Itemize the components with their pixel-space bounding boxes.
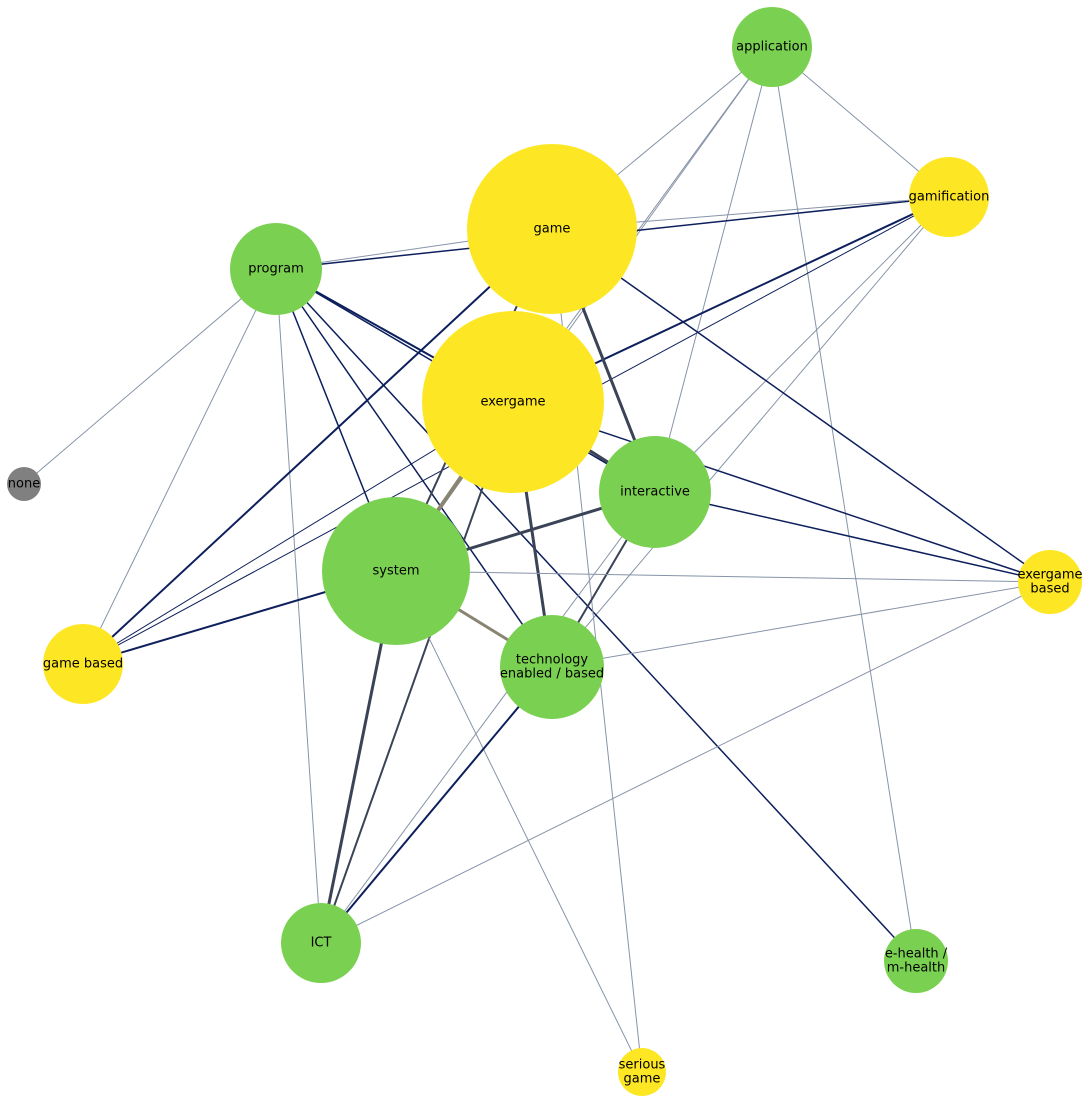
edge-gamification-interactive [654,196,950,493]
node-circle-exergame-based[interactable] [1018,550,1082,614]
node-label-technology-line-1: technology [516,653,588,668]
node-circle-serious-game[interactable] [618,1048,666,1096]
node-ehealth[interactable]: e-health /m-health [884,929,948,993]
edge-technology-exergame-based [551,581,1051,668]
edge-technology-ict [320,666,553,944]
node-label-game: game [534,222,571,237]
edge-exergame-based-ict [320,581,1051,944]
edge-game-game-based [82,228,553,665]
node-circle-game[interactable] [467,144,637,314]
node-label-exergame-based-line-1: exergame [1017,568,1082,583]
edge-interactive-exergame-based [654,491,1051,583]
node-circle-ict[interactable] [281,903,361,983]
edge-interactive-ict [320,491,656,944]
edge-game-exergame-based [551,228,1051,583]
node-label-interactive: interactive [620,485,690,500]
node-label-none: none [8,477,40,492]
node-label-program: program [248,262,304,277]
node-circle-ehealth[interactable] [884,929,948,993]
node-circle-game-based[interactable] [43,624,123,704]
edge-program-ehealth [275,268,917,962]
node-game[interactable]: game [467,144,637,314]
node-game-based[interactable]: game based [43,624,123,704]
node-label-system: system [373,564,420,579]
edge-application-ehealth [771,46,917,962]
node-circle-interactive[interactable] [599,436,711,548]
edge-gamification-technology [551,196,950,668]
edge-exergame-exergame-based [512,401,1051,583]
node-ict[interactable]: ICT [281,903,361,983]
node-system[interactable]: system [322,497,470,645]
node-circle-system[interactable] [322,497,470,645]
node-circle-exergame[interactable] [422,311,604,493]
node-application[interactable]: application [732,7,812,87]
edge-program-ict [275,268,322,944]
edge-system-serious-game [395,570,643,1073]
node-circle-none[interactable] [7,467,41,501]
edge-application-interactive [654,46,773,493]
node-exergame[interactable]: exergame [422,311,604,493]
node-interactive[interactable]: interactive [599,436,711,548]
node-label-application: application [736,40,808,55]
edge-program-technology [275,268,553,668]
node-circle-gamification[interactable] [909,157,989,237]
node-label-exergame-based-line-2: based [1030,582,1069,597]
node-label-game-based: game based [43,657,123,672]
node-label-ehealth-line-1: e-health / [885,947,948,962]
edge-exergame-ict [320,401,514,944]
node-circle-technology[interactable] [500,615,604,719]
node-program[interactable]: program [230,223,322,315]
edge-system-exergame-based [395,570,1051,583]
node-label-serious-game-line-2: game [624,1072,661,1087]
node-label-serious-game-line-1: serious [619,1058,666,1073]
edge-program-none [23,268,277,485]
node-circle-program[interactable] [230,223,322,315]
node-label-gamification: gamification [909,190,990,205]
node-circle-application[interactable] [732,7,812,87]
node-none[interactable]: none [7,467,41,501]
node-label-exergame: exergame [480,395,545,410]
node-label-ehealth-line-2: m-health [887,961,946,976]
node-gamification[interactable]: gamification [909,157,990,237]
edge-program-game-based [82,268,277,665]
node-layer: application gamification game program exerga… [7,7,1083,1096]
node-label-technology-line-2: enabled / based [500,667,604,682]
node-label-ict: ICT [311,936,332,951]
